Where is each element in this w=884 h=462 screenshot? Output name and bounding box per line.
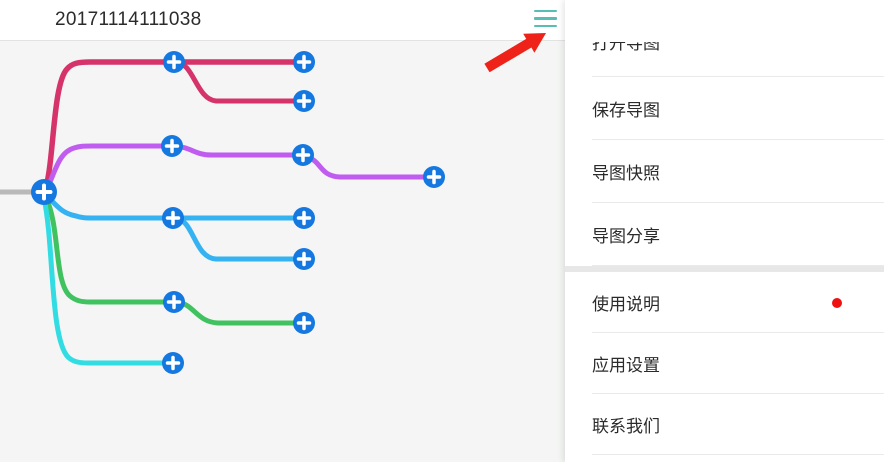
branch-blue-sub bbox=[172, 215, 305, 262]
map-title: 20171114111038 bbox=[55, 9, 202, 30]
menu-item-label: 应用设置 bbox=[592, 356, 660, 375]
branch-red-sub bbox=[173, 59, 305, 104]
menu-item-app-settings[interactable]: 应用设置 bbox=[565, 333, 884, 394]
node-layer bbox=[31, 51, 445, 374]
add-node-button[interactable] bbox=[423, 166, 445, 188]
add-node-button[interactable] bbox=[292, 144, 314, 166]
root-node-button[interactable] bbox=[31, 179, 57, 205]
add-node-button[interactable] bbox=[293, 90, 315, 112]
notification-dot-icon bbox=[832, 297, 842, 308]
menu-item-label: 导图分享 bbox=[592, 227, 660, 246]
mindmap-canvas[interactable] bbox=[0, 0, 565, 462]
branch-green-child bbox=[173, 299, 305, 326]
menu-item-label: 保存导图 bbox=[592, 101, 660, 120]
add-node-button[interactable] bbox=[162, 352, 184, 374]
menu-item-save-map[interactable]: 保存导图 bbox=[565, 77, 884, 140]
branch-red-main bbox=[43, 59, 305, 190]
menu-item-map-share[interactable]: 导图分享 bbox=[565, 203, 884, 266]
menu-item-label: 联系我们 bbox=[592, 417, 660, 436]
add-node-button[interactable] bbox=[163, 51, 185, 73]
add-node-button[interactable] bbox=[293, 51, 315, 73]
add-node-button[interactable] bbox=[293, 207, 315, 229]
hamburger-menu-icon[interactable] bbox=[534, 10, 557, 27]
menu-item-instructions[interactable]: 使用说明 bbox=[565, 272, 884, 333]
menu-section-divider bbox=[565, 266, 884, 272]
branch-blue-main bbox=[45, 194, 305, 221]
add-node-button[interactable] bbox=[162, 207, 184, 229]
add-node-button[interactable] bbox=[293, 248, 315, 270]
branch-purple-main bbox=[45, 143, 173, 190]
branch-purple-child bbox=[302, 154, 435, 180]
add-node-button[interactable] bbox=[161, 135, 183, 157]
top-bar: 20171114111038 bbox=[0, 0, 565, 41]
menu-top-clip bbox=[565, 0, 884, 42]
branch-purple-mid bbox=[171, 143, 303, 158]
add-node-button[interactable] bbox=[163, 291, 185, 313]
menu-item-label: 使用说明 bbox=[592, 295, 660, 314]
add-node-button[interactable] bbox=[293, 312, 315, 334]
menu-item-contact-us[interactable]: 联系我们 bbox=[565, 394, 884, 455]
menu-item-map-snapshot[interactable]: 导图快照 bbox=[565, 140, 884, 203]
branch-cyan-main bbox=[41, 195, 174, 366]
menu-item-label: 导图快照 bbox=[592, 164, 660, 183]
branch-green-main bbox=[43, 195, 175, 305]
dropdown-menu: 打开导图 保存导图 导图快照 导图分享 使用说明 应用设置 联系我们 bbox=[565, 0, 884, 462]
